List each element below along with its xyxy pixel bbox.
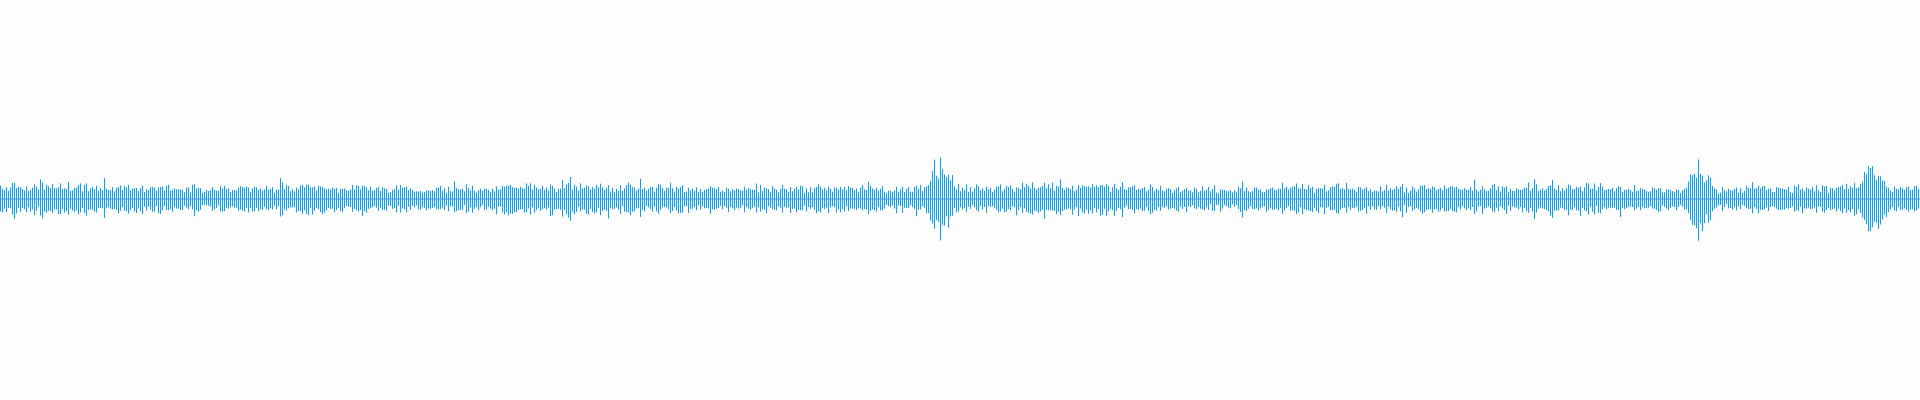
waveform-bars [0, 157, 1920, 241]
